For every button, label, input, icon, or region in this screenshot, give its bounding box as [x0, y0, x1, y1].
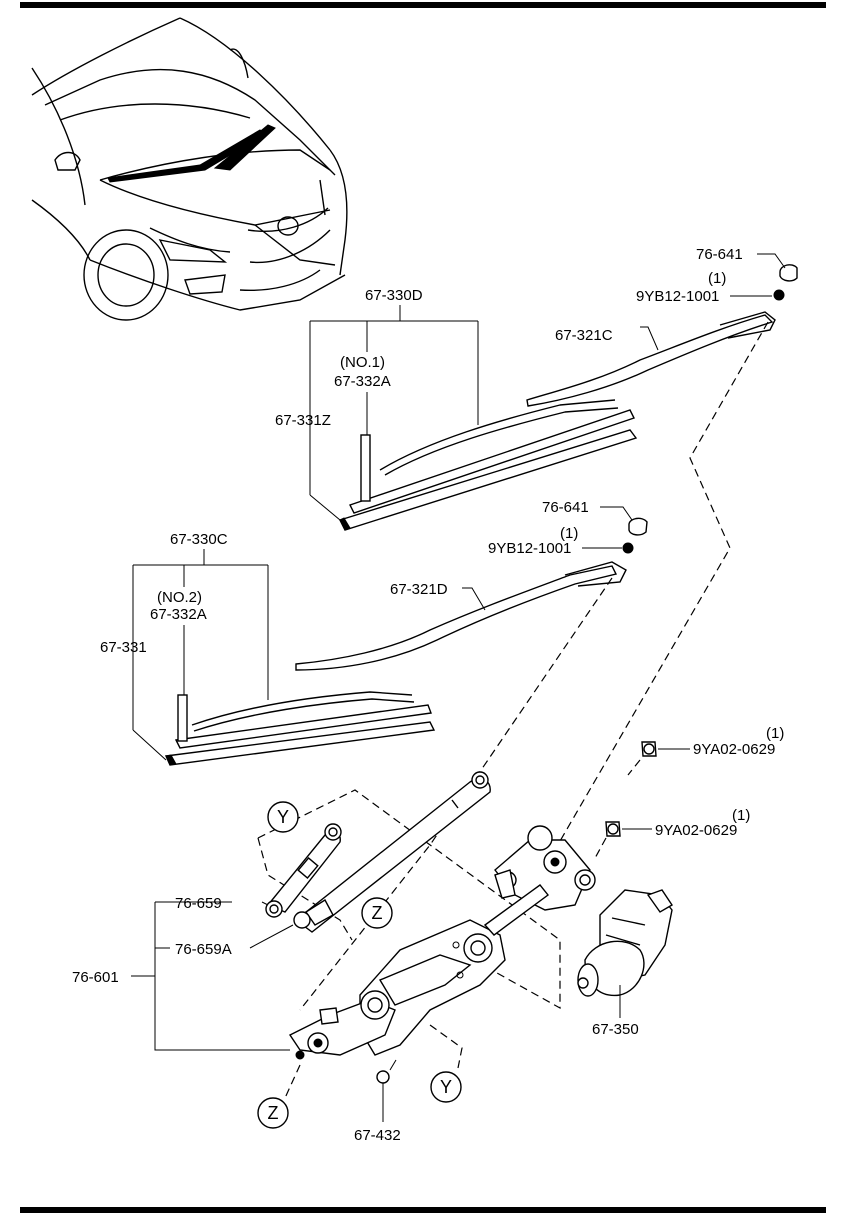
lower-wiper-group: 76-641 (1) 9YB12-1001 67-321D 67-330C (N… [100, 499, 648, 766]
callout-z-upper: Z [361, 897, 393, 929]
link-2-label: 76-659A [175, 941, 232, 958]
callout-y-upper: Y [267, 801, 299, 833]
motor-part [577, 889, 673, 1018]
cap-lower-part [628, 517, 648, 536]
nut-lower-qty: (1) [560, 525, 578, 542]
cap-lower-label: 76-641 [542, 499, 589, 516]
motor-label: 67-350 [592, 1021, 639, 1038]
blade-upper-part [339, 399, 638, 531]
callout-z-upper-text: Z [372, 903, 383, 923]
callout-z-lower-text: Z [268, 1103, 279, 1123]
arm-upper-label: 67-321C [555, 327, 613, 344]
nut-upper-qty: (1) [708, 270, 726, 287]
callout-y-lower: Y [430, 1071, 462, 1103]
bolt-a-part [641, 741, 690, 757]
arm-upper-part [526, 314, 774, 407]
arm-lower-part [295, 565, 618, 671]
bolt-b-label: 9YA02-0629 [655, 822, 737, 839]
blade-lower-label: 67-331 [100, 639, 147, 656]
blade-set-lower-label: 67-330C [170, 531, 228, 548]
callout-z-lower: Z [257, 1097, 289, 1129]
blade-set-upper-label: 67-330D [365, 287, 423, 304]
callout-y-lower-text: Y [440, 1077, 452, 1097]
bolt-a-label: 9YA02-0629 [693, 741, 775, 758]
blade-upper-refill-label: 67-332A [334, 373, 391, 390]
top-border [20, 2, 826, 8]
linkage-assembly-part [265, 771, 596, 1060]
bolt-a-qty: (1) [766, 725, 784, 742]
blade-lower-part [164, 691, 436, 766]
screw-label: 67-432 [354, 1127, 401, 1144]
blade-upper-label: 67-331Z [275, 412, 331, 429]
nut-lower-part [622, 542, 634, 554]
assembly-guide-lines [257, 321, 769, 1099]
nut-upper-part [773, 289, 785, 301]
blade-lower-refill-label: 67-332A [150, 606, 207, 623]
nut-upper-label: 9YB12-1001 [636, 288, 719, 305]
blade-upper-no: (NO.1) [340, 354, 385, 371]
blade-lower-no: (NO.2) [157, 589, 202, 606]
link-1-label: 76-659 [175, 895, 222, 912]
bolt-b-part [605, 821, 652, 837]
screw-part [376, 1059, 397, 1122]
upper-wiper-group: 76-641 (1) 9YB12-1001 67-321C 67-330D (N… [275, 246, 798, 531]
callout-y-upper-text: Y [277, 807, 289, 827]
bolt-b-qty: (1) [732, 807, 750, 824]
nut-lower-label: 9YB12-1001 [488, 540, 571, 557]
bottom-border [20, 1207, 826, 1213]
arm-lower-label: 67-321D [390, 581, 448, 598]
cap-upper-label: 76-641 [696, 246, 743, 263]
cap-upper-part [779, 264, 798, 282]
car-illustration [31, 17, 348, 321]
linkage-assy-label: 76-601 [72, 969, 119, 986]
